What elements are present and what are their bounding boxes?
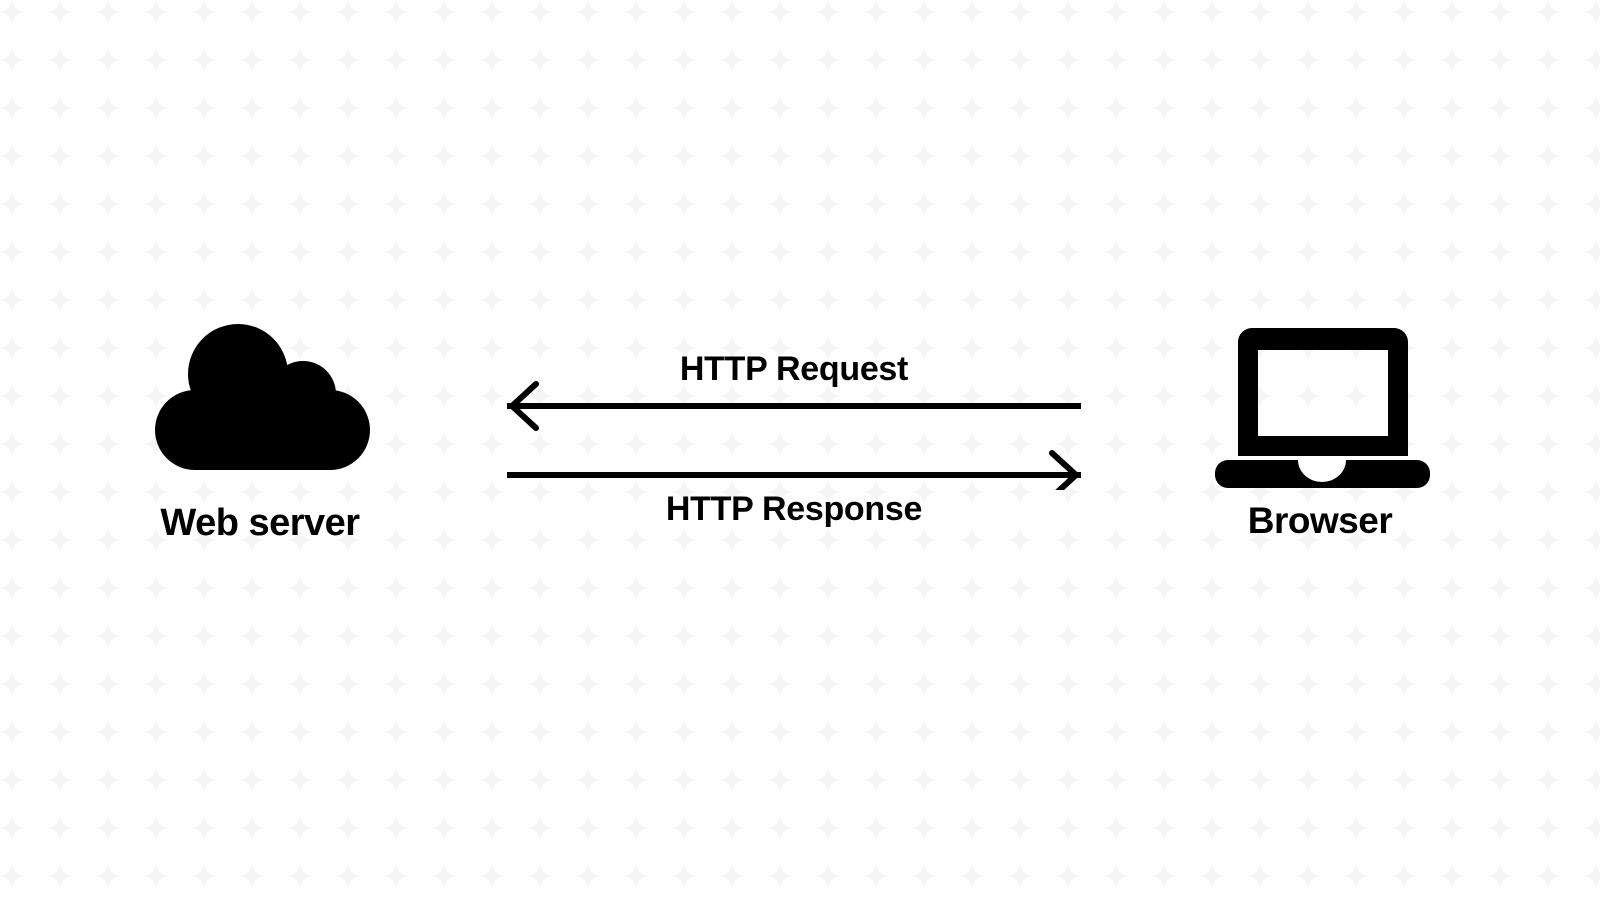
laptop-icon: [1215, 328, 1430, 488]
web-server-label: Web server: [160, 502, 360, 544]
cloud-icon: [155, 324, 370, 470]
http-request-label: HTTP Request: [679, 350, 909, 388]
http-request-arrowhead: [507, 381, 539, 431]
flow-arrows: [507, 381, 1081, 490]
http-response-arrowhead: [1049, 450, 1081, 490]
http-response-label: HTTP Response: [665, 490, 923, 528]
browser-label: Browser: [1247, 500, 1393, 541]
